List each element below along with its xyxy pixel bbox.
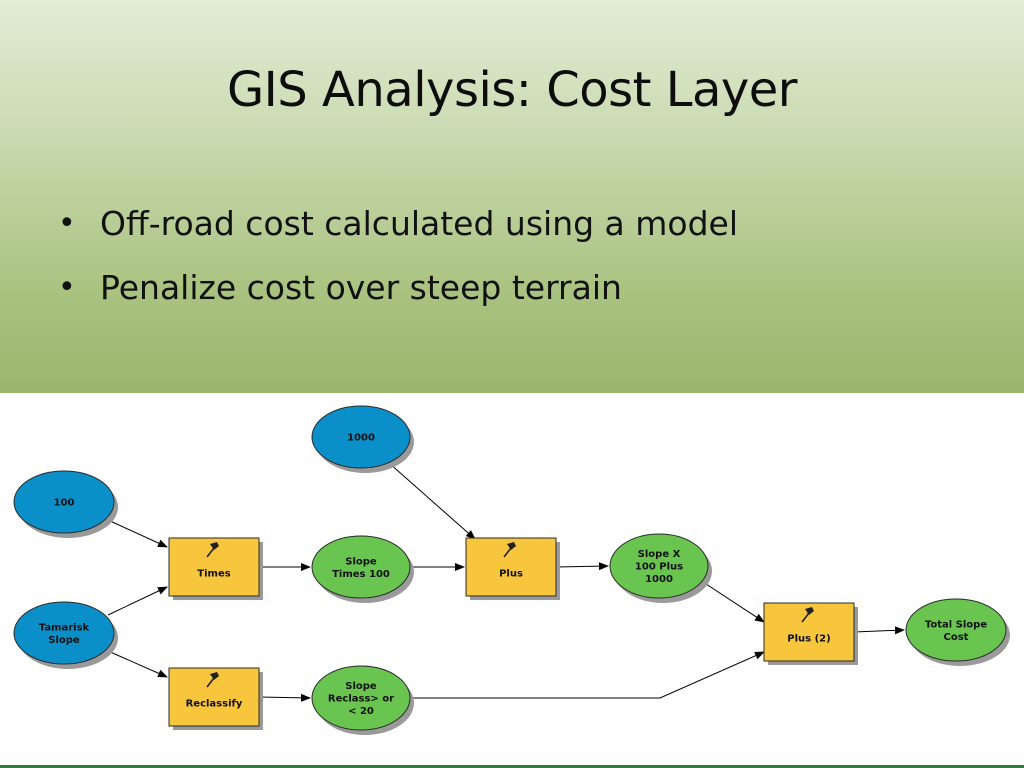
node-label: Tamarisk — [39, 622, 90, 633]
connector-tamarisk-to-times — [107, 586, 168, 616]
node-label: Slope — [345, 681, 377, 692]
model-node-plus[interactable]: Plus — [465, 537, 560, 600]
node-label: Slope — [345, 556, 377, 567]
node-label: Times — [197, 569, 230, 580]
node-label: 100 Plus — [635, 562, 683, 573]
hammer-icon — [801, 607, 814, 623]
bullet-item: • Penalize cost over steep terrain — [58, 256, 738, 320]
connector-tamarisk-to-reclassify — [107, 650, 168, 678]
node-shape — [13, 470, 115, 534]
node-label: Reclassify — [186, 699, 243, 710]
bullet-icon: • — [58, 206, 76, 241]
node-label: Times 100 — [332, 569, 390, 580]
node-label: Slope X — [638, 549, 681, 560]
hammer-icon — [206, 672, 219, 688]
bullet-list: • Off-road cost calculated using a model… — [58, 192, 738, 320]
model-node-n100[interactable]: 100 — [13, 470, 118, 538]
node-shape — [763, 602, 855, 662]
bullet-icon: • — [58, 270, 76, 305]
node-shape — [311, 535, 411, 599]
slide-title: GIS Analysis: Cost Layer — [226, 62, 798, 118]
node-shape — [311, 405, 411, 469]
hammer-icon — [206, 542, 219, 558]
node-label: Cost — [944, 632, 969, 643]
connector-n1000-to-plus — [388, 462, 476, 540]
bottom-border — [0, 765, 1024, 768]
connector-slope_x-to-plus2 — [702, 581, 765, 623]
connector-slope_reclass-to-plus2 — [410, 651, 765, 699]
node-label: Plus (2) — [787, 634, 830, 645]
node-label: < 20 — [348, 706, 374, 717]
node-label: Plus — [499, 569, 523, 580]
connector-n100-to-times — [107, 519, 168, 548]
bullet-text: Penalize cost over steep terrain — [100, 268, 622, 307]
model-node-reclassify[interactable]: Reclassify — [168, 667, 263, 730]
node-shape — [311, 665, 411, 731]
node-label: 1000 — [347, 433, 375, 444]
model-node-n1000[interactable]: 1000 — [311, 405, 414, 473]
bullet-item: • Off-road cost calculated using a model — [58, 192, 738, 256]
node-label: Reclass> or — [328, 694, 394, 705]
model-node-times[interactable]: Times — [168, 537, 263, 600]
node-label: Total Slope — [925, 619, 987, 630]
node-label: Slope — [48, 635, 80, 646]
bullet-text: Off-road cost calculated using a model — [100, 204, 739, 243]
connector-reclassify-to-slope_reclass — [258, 693, 311, 702]
slide-header: GIS Analysis: Cost Layer • Off-road cost… — [0, 0, 1024, 393]
node-label: 100 — [54, 498, 75, 509]
hammer-icon — [503, 542, 516, 558]
node-shape — [13, 601, 115, 665]
node-shape — [905, 598, 1007, 662]
node-shape — [609, 533, 709, 599]
node-label: 1000 — [645, 574, 673, 585]
model-node-plus2[interactable]: Plus (2) — [763, 602, 858, 665]
connector-plus2-to-total — [853, 626, 905, 635]
connector-plus-to-slope_x — [555, 562, 609, 571]
model-diagram-canvas: 1000100TamariskSlopeTimesReclassifySlope… — [13, 405, 1010, 735]
